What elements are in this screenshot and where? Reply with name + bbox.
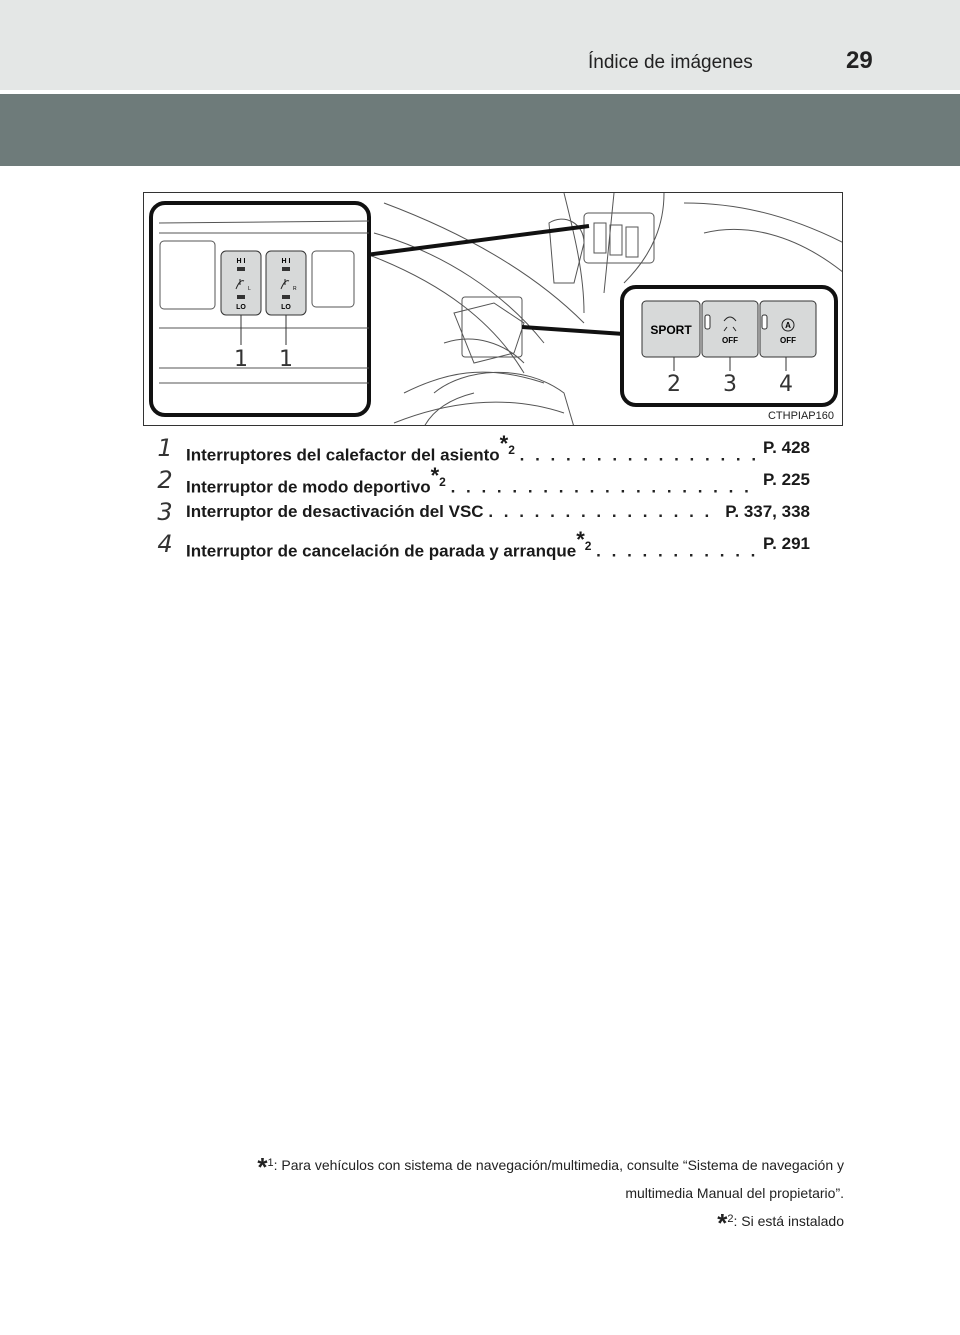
footnote-2-text: : Si está instalado bbox=[733, 1213, 844, 1229]
callout-1-right: 1 bbox=[279, 347, 293, 372]
sport-label: SPORT bbox=[650, 323, 692, 337]
seat-switch-left-hi: H I bbox=[237, 258, 246, 265]
index-entry: 2 Interruptor de modo deportivo*2 . . . … bbox=[150, 463, 810, 498]
entry-note: 2 bbox=[508, 442, 515, 457]
entry-label-row: Interruptor de cancelación de parada y a… bbox=[180, 527, 757, 562]
seat-right-mark: R bbox=[293, 286, 297, 292]
index-entry: 4 Interruptor de cancelación de parada y… bbox=[150, 527, 810, 562]
entry-label: Interruptor de modo deportivo bbox=[186, 477, 431, 497]
page-reference-link[interactable]: P. 291 bbox=[763, 534, 810, 553]
section-title: Índice de imágenes bbox=[588, 52, 753, 73]
entry-dots: . . . . . . . . . . . . . . . . . . . . … bbox=[450, 477, 757, 497]
vsc-off-label: OFF bbox=[722, 336, 738, 345]
seat-switch-right-lo: LO bbox=[281, 304, 291, 311]
seat-switch-left-lo: LO bbox=[236, 304, 246, 311]
entry-label-row: Interruptores del calefactor del asiento… bbox=[180, 431, 757, 466]
seat-switch-right-hi: H I bbox=[282, 258, 291, 265]
index-entry: 3 Interruptor de desactivación del VSC .… bbox=[150, 496, 810, 528]
footnote-1-text: : Para vehículos con sistema de navegaci… bbox=[273, 1157, 844, 1173]
footnote-1: *1: Para vehículos con sistema de navega… bbox=[257, 1152, 844, 1182]
seat-left-mark: L bbox=[248, 286, 251, 292]
index-entry: 1 Interruptores del calefactor del asien… bbox=[150, 431, 810, 466]
entry-dots: . . . . . . . . . . . . bbox=[596, 541, 758, 561]
console-illustration: H I H I L R LO LO 1 1 SPORT OFF A OFF 2 … bbox=[143, 192, 843, 426]
header-bar bbox=[0, 0, 960, 90]
footnote-1-marker: 1 bbox=[267, 1157, 274, 1169]
callout-1-left: 1 bbox=[234, 347, 248, 372]
callout-2: 2 bbox=[667, 372, 681, 397]
callout-4: 4 bbox=[779, 372, 793, 397]
entry-dots: . . . . . . . . . . . . . . . . . . . bbox=[488, 502, 719, 521]
page-number: 29 bbox=[846, 47, 873, 74]
footnote-2-marker: 2 bbox=[727, 1213, 734, 1225]
entry-number: 3 bbox=[157, 498, 173, 526]
stop-start-off-label: OFF bbox=[780, 336, 796, 345]
entry-number: 2 bbox=[157, 466, 173, 494]
entry-note: 2 bbox=[584, 538, 592, 553]
stop-start-a-label: A bbox=[785, 321, 791, 330]
index-entries: 1 Interruptores del calefactor del asien… bbox=[150, 431, 810, 562]
entry-dots: . . . . . . . . . . . . . . . . . . . . bbox=[519, 445, 757, 465]
entry-number: 4 bbox=[157, 530, 173, 558]
header-band bbox=[0, 94, 960, 166]
footnote-2: *2: Si está instalado bbox=[717, 1208, 844, 1238]
page-reference-link[interactable]: P. 428 bbox=[763, 438, 810, 457]
entry-label: Interruptor de desactivación del VSC bbox=[186, 502, 484, 521]
page-reference-link[interactable]: P. 337, 338 bbox=[725, 502, 810, 521]
entry-label: Interruptor de cancelación de parada y a… bbox=[186, 541, 577, 561]
entry-number: 1 bbox=[157, 434, 173, 462]
entry-label-row: Interruptor de modo deportivo*2 . . . . … bbox=[180, 463, 757, 498]
callout-3: 3 bbox=[723, 372, 737, 397]
footnote-1-continued: multimedia Manual del propietario”. bbox=[625, 1185, 844, 1201]
entry-label-row: Interruptor de desactivación del VSC . .… bbox=[180, 502, 719, 522]
footnotes: *1: Para vehículos con sistema de navega… bbox=[124, 1150, 844, 1236]
entry-note: 2 bbox=[439, 474, 446, 489]
entry-label: Interruptores del calefactor del asiento bbox=[186, 445, 500, 465]
figure-id: CTHPIAP160 bbox=[767, 410, 834, 422]
page-reference-link[interactable]: P. 225 bbox=[763, 470, 810, 489]
